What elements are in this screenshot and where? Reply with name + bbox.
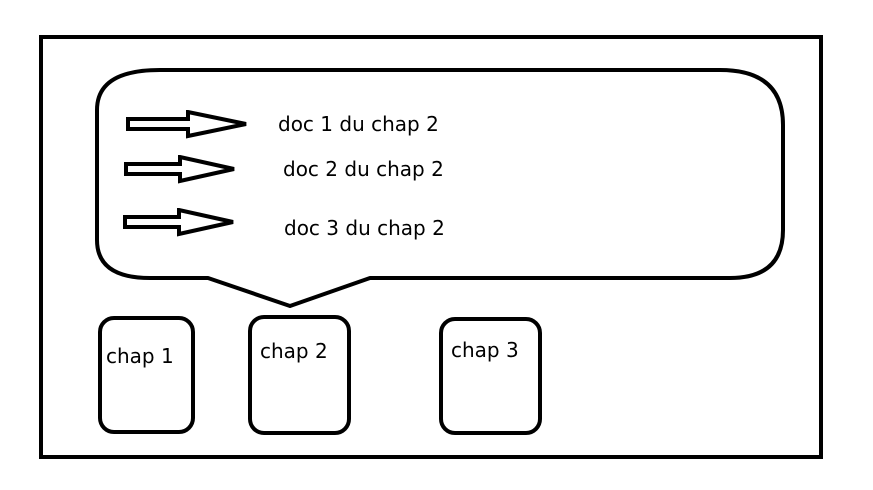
right-arrow-icon <box>124 155 235 184</box>
popup-bubble <box>95 68 785 308</box>
popup-item-label: doc 1 du chap 2 <box>278 112 439 136</box>
popup-item-label: doc 2 du chap 2 <box>283 157 444 181</box>
chap-1-label: chap 1 <box>106 344 174 368</box>
outer-frame <box>39 35 823 459</box>
chap-2-button[interactable]: chap 2 <box>248 315 351 435</box>
popup-item-doc-1[interactable]: doc 1 du chap 2 <box>126 110 456 140</box>
chap-2-label: chap 2 <box>260 339 328 363</box>
popup-item-doc-2[interactable]: doc 2 du chap 2 <box>124 155 454 185</box>
right-arrow-icon <box>126 110 247 139</box>
chap-3-label: chap 3 <box>451 338 519 362</box>
popup-item-doc-3[interactable]: doc 3 du chap 2 <box>123 208 453 240</box>
popup-item-label: doc 3 du chap 2 <box>284 216 445 240</box>
right-arrow-icon <box>123 208 234 237</box>
chap-3-button[interactable]: chap 3 <box>439 317 542 435</box>
chap-1-button[interactable]: chap 1 <box>98 316 195 434</box>
